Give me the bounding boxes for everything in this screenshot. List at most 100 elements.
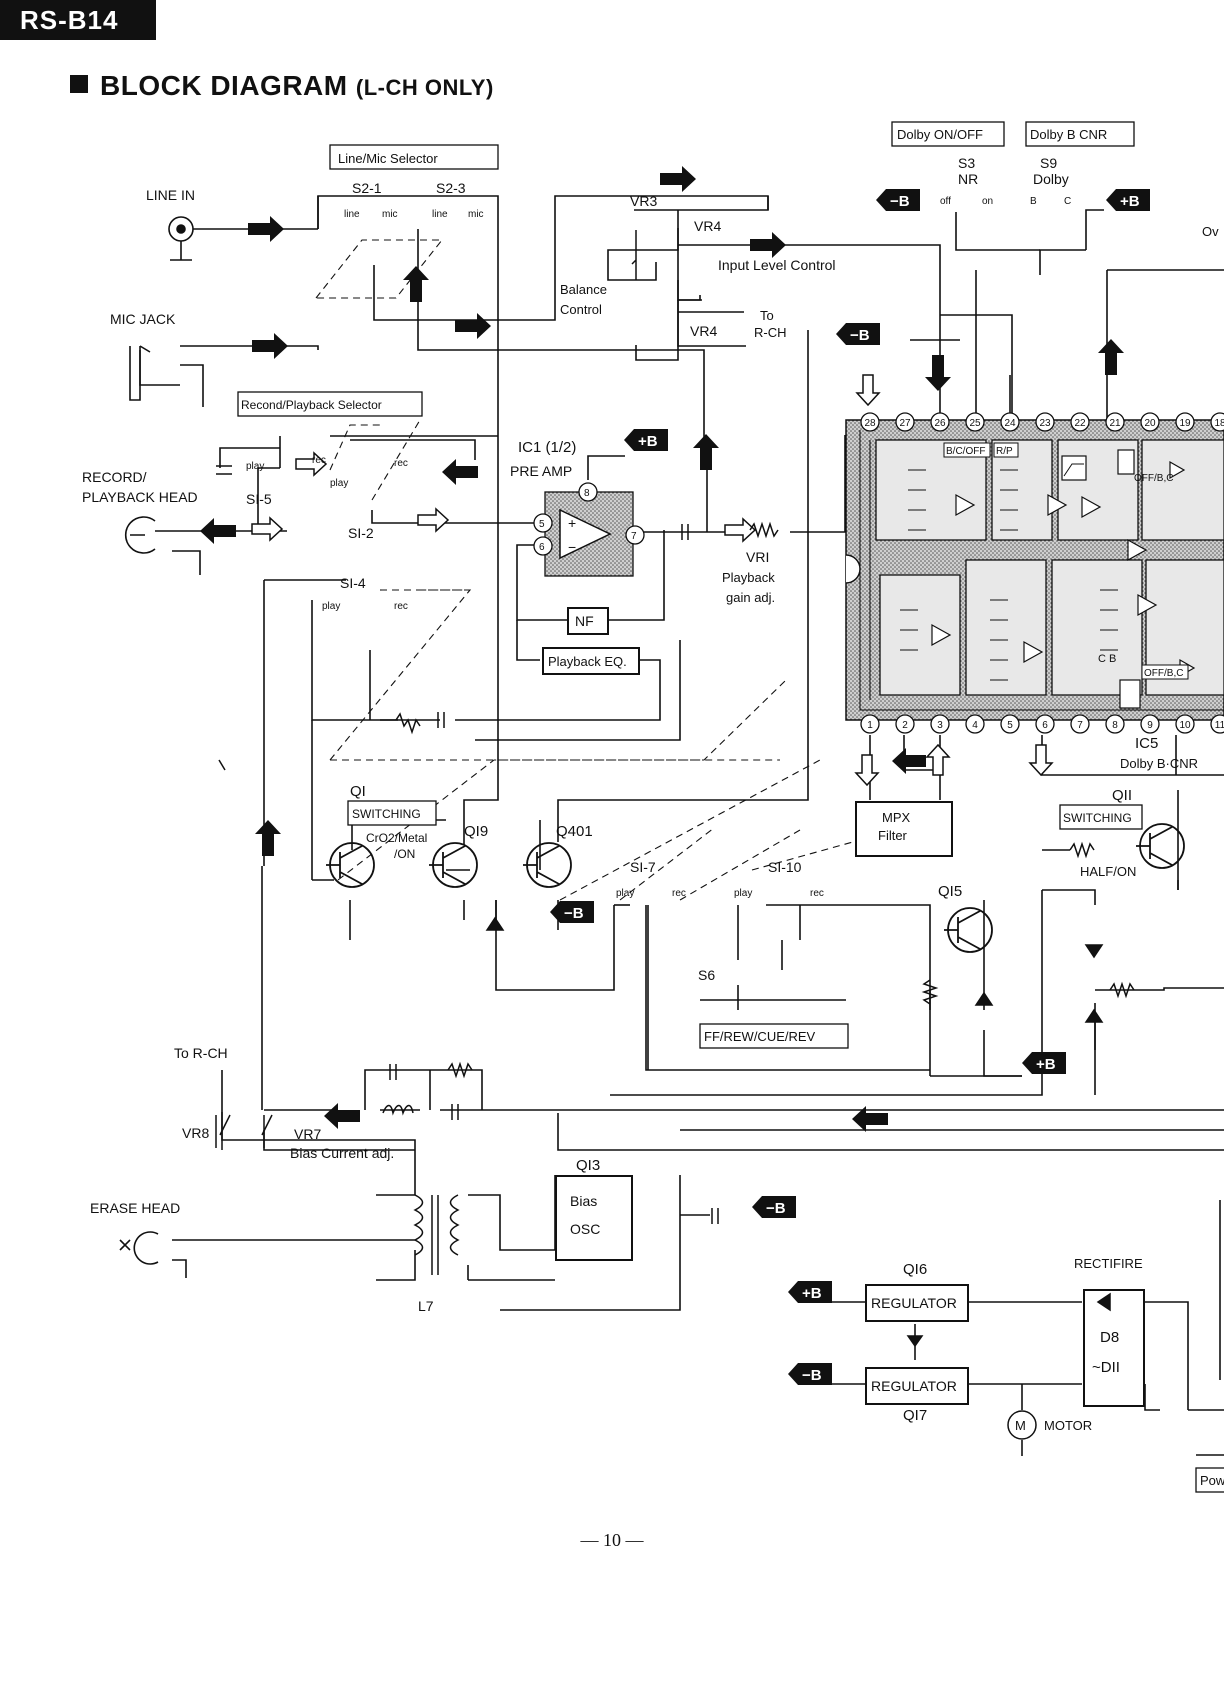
power-tag (876, 189, 920, 211)
ic5-pin-label: 26 (934, 418, 946, 429)
q1-crmetal-label: CrO2/Metal (366, 831, 427, 845)
pin-7-label: 7 (631, 531, 637, 542)
ic5-pin (860, 412, 880, 432)
regulator-label-2: REGULATOR (871, 1378, 957, 1394)
s1-2-label: SI-2 (348, 525, 374, 541)
power-tag (624, 429, 668, 451)
title-bullet-icon (70, 75, 88, 93)
ic5-pin-label: 25 (969, 418, 981, 429)
power-tag (1106, 189, 1150, 211)
ic5-pin (1035, 412, 1055, 432)
b-label: B (1030, 196, 1037, 207)
rec-play-selector-label: Recond/Playback Selector (241, 398, 382, 412)
off-label: off (940, 196, 951, 207)
ic5-pin-label: 5 (1007, 720, 1013, 731)
ic5-pin-label: 3 (937, 720, 943, 731)
ic5-pin-label: 28 (864, 418, 876, 429)
mic-jack-label: MIC JACK (110, 311, 176, 327)
model-tab: RS-B14 (0, 0, 156, 40)
pre-amp: + − (533, 482, 645, 577)
ic5-pin (1105, 714, 1125, 734)
on-label: on (982, 196, 993, 207)
q1-switching-label: SWITCHING (352, 807, 421, 821)
dolby-bcnr-label: Dolby B CNR (1030, 127, 1107, 142)
rec-s14-label: rec (394, 601, 408, 612)
power-tag-label: +B (638, 433, 658, 450)
q1-on-label: /ON (394, 847, 415, 861)
power-box-partial (1195, 1467, 1224, 1493)
ic5-cb-label: C B (1098, 653, 1116, 665)
ic5-pin-label: 24 (1004, 418, 1016, 429)
ffrew-box (699, 1023, 849, 1049)
hollow-arrows (251, 374, 1054, 787)
ic5-pin-label: 10 (1179, 720, 1191, 731)
line-label-b: line (432, 209, 448, 220)
ic5-off-bc-label-2: OFF/B,C (1144, 668, 1183, 679)
ic5-pin (1035, 714, 1055, 734)
playback-eq-label: Playback EQ. (548, 654, 627, 669)
q19-label: QI9 (464, 823, 488, 840)
power-tag-label: −B (766, 1200, 786, 1217)
vr4-bottom-label: VR4 (690, 323, 717, 339)
s1-5-label: SI-5 (246, 491, 272, 507)
svg-text:+: + (568, 515, 576, 531)
transformer-l7 (413, 1194, 460, 1275)
s1-4-label: SI-4 (340, 575, 366, 591)
play-s110-label: play (734, 888, 752, 899)
ic5-pin (930, 412, 950, 432)
line-mic-selector-label: Line/Mic Selector (338, 151, 438, 166)
ic5-pin (860, 714, 880, 734)
ic5-pin (1210, 412, 1224, 432)
ic5-pin (1000, 714, 1020, 734)
ic5-pin (1175, 714, 1195, 734)
ic5-pin (895, 714, 915, 734)
title-main: BLOCK DIAGRAM (100, 70, 348, 101)
power-tag-label: −B (564, 905, 584, 922)
half-on-label: HALF/ON (1080, 864, 1136, 879)
s3-label: S3 (958, 155, 975, 171)
d8-label-1: D8 (1100, 1329, 1119, 1346)
ic5-pin-label: 19 (1179, 418, 1191, 429)
q1-switching-box (347, 800, 437, 826)
mic-jack-icon (129, 345, 151, 401)
q13-label: QI3 (576, 1157, 600, 1174)
power-tag-label: +B (802, 1285, 822, 1302)
rec-s15-label: rec (312, 455, 326, 466)
pow-partial-label: Pow (1200, 1473, 1224, 1488)
power-tag-label: −B (890, 193, 910, 210)
power-tag (1022, 1052, 1066, 1074)
line-label-a: line (344, 209, 360, 220)
ic5-pin-label: 4 (972, 720, 978, 731)
labels: Line/Mic Selector S2-1 S2-3 line mic lin… (82, 127, 1224, 1488)
ic5-label-1: IC5 (1135, 735, 1158, 752)
ic5-pin (1175, 412, 1195, 432)
jacks (119, 216, 194, 1265)
ic5-pin (965, 412, 985, 432)
play-s17-label: play (616, 888, 634, 899)
ic5-pin-label: 1 (867, 720, 873, 731)
passives (215, 230, 1135, 1224)
ic5-rp-label: R/P (996, 446, 1013, 457)
rectifire-label: RECTIFIRE (1074, 1256, 1143, 1271)
ic5-pin-label: 27 (899, 418, 911, 429)
erase-head-label: ERASE HEAD (90, 1200, 180, 1216)
vr1-desc-1: Playback (722, 570, 775, 585)
nf-box (567, 607, 609, 635)
nf-label: NF (575, 613, 594, 629)
vr8-label: VR8 (182, 1125, 209, 1141)
d8-label-2: ~DII (1092, 1359, 1120, 1376)
ic5-pin-label: 23 (1039, 418, 1051, 429)
to-rch-bias-label: To R-CH (174, 1045, 228, 1061)
ic5-pin-label: 21 (1109, 418, 1121, 429)
power-tag (836, 323, 880, 345)
nr-label: NR (958, 171, 978, 187)
rec-s110-label: rec (810, 888, 824, 899)
input-level-label: Input Level Control (718, 257, 836, 273)
s2-1-label: S2-1 (352, 180, 382, 196)
motor-symbol: M (1007, 1410, 1037, 1440)
transistors (326, 823, 1185, 953)
ic5-bc-off-label: B/C/OFF (946, 446, 985, 457)
